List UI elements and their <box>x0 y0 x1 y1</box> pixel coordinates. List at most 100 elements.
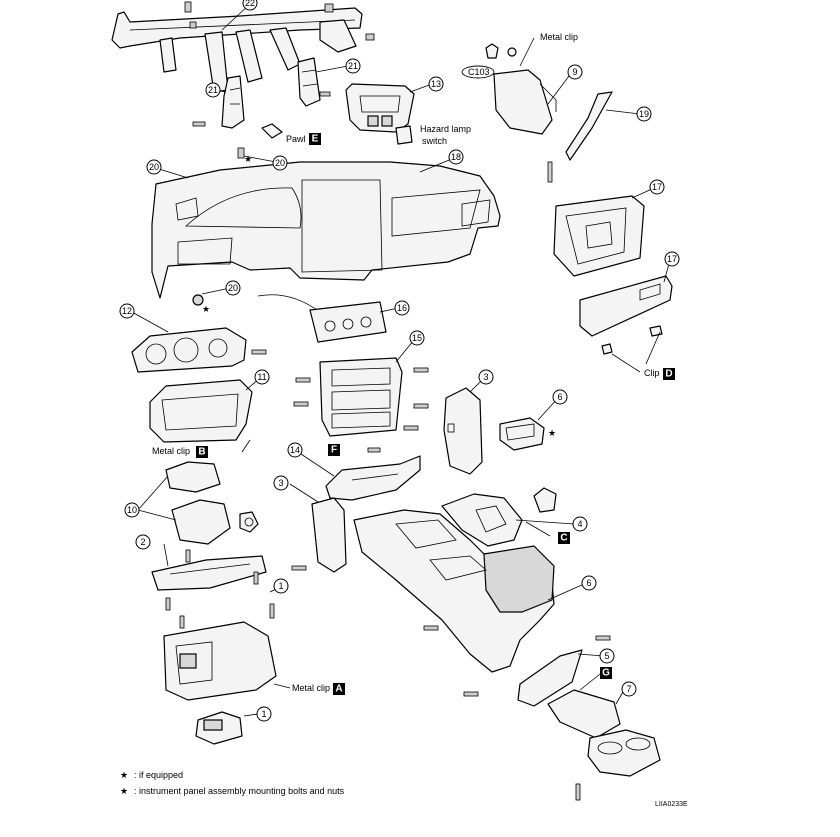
box-label-g: G <box>600 667 612 679</box>
callout-3-upper-label: 3 <box>483 372 488 382</box>
callout-14-label: 14 <box>290 445 300 455</box>
column-cover-10 <box>165 461 259 545</box>
callout-17-lower: 17 <box>664 251 680 267</box>
callout-22: 22 <box>242 0 258 11</box>
callout-1-lower: 1 <box>256 706 272 722</box>
glove-box-housing-17 <box>547 161 645 277</box>
box-label-g-text: G <box>602 668 610 679</box>
callout-9: 9 <box>567 64 583 80</box>
combination-meter-12 <box>131 327 267 373</box>
glove-box-lid-17 <box>579 275 673 355</box>
legend-star-1: ★ <box>120 770 128 780</box>
cluster-lid-11 <box>149 379 253 443</box>
callout-4: 4 <box>572 516 588 532</box>
box-label-c-text: C <box>560 533 567 544</box>
callout-6-upper: 6 <box>552 389 568 405</box>
heater-control-16 <box>257 294 387 343</box>
callout-5-label: 5 <box>604 651 609 661</box>
callout-4-label: 4 <box>577 519 582 529</box>
callout-6-upper-label: 6 <box>557 392 562 402</box>
steering-member-22 <box>111 1 375 93</box>
legend: ★ : if equipped ★ : instrument panel ass… <box>120 770 345 796</box>
box-label-e: E <box>309 133 321 145</box>
legend-line-1: : if equipped <box>134 770 183 780</box>
callout-14: 14 <box>287 442 303 458</box>
callout-11-label: 11 <box>257 372 266 382</box>
callout-12-label: 12 <box>122 306 132 316</box>
center-console-6 <box>353 509 611 673</box>
callout-10: 10 <box>124 502 140 518</box>
callout-1-upper: 1 <box>273 578 289 594</box>
label-hazard-line1: Hazard lamp <box>420 124 471 134</box>
bracket-21-left <box>192 75 245 129</box>
knee-protector-1 <box>163 603 277 701</box>
callout-17-lower-label: 17 <box>667 254 677 264</box>
callout-15: 15 <box>409 330 425 346</box>
callout-20-left: 20 <box>146 159 162 175</box>
box-label-d: D <box>663 368 675 380</box>
box-label-b: B <box>196 446 208 458</box>
console-rear-cover-5 <box>463 649 583 707</box>
lower-cover-14 <box>325 455 421 501</box>
callout-21-right-label: 21 <box>348 61 358 71</box>
callout-20-bottom-label: 20 <box>228 283 238 293</box>
box-label-e-text: E <box>312 134 319 145</box>
box-label-a-text: A <box>335 684 342 695</box>
leader-lines <box>131 3 671 717</box>
callout-6-lower: 6 <box>581 575 597 591</box>
callout-20-left-label: 20 <box>149 162 159 172</box>
callout-11: 11 <box>254 369 270 385</box>
callout-15-label: 15 <box>412 333 422 343</box>
callout-16: 16 <box>394 300 410 316</box>
legend-line-2: : instrument panel assembly mounting bol… <box>134 786 345 796</box>
box-label-a: A <box>333 683 345 695</box>
label-metal-clip-top: Metal clip <box>540 32 578 42</box>
label-hazard-line2: switch <box>422 136 447 146</box>
box-label-b-text: B <box>198 447 205 458</box>
box-labels: E D B F C G A <box>196 133 675 695</box>
callout-19-label: 19 <box>639 109 649 119</box>
callout-13-label: 13 <box>431 79 441 89</box>
callout-3-lower: 3 <box>273 475 289 491</box>
box-label-f-text: F <box>331 445 337 456</box>
label-pawl: Pawl <box>286 134 306 144</box>
pillar-garnish-19 <box>565 91 613 161</box>
text-labels: Metal clip C103 Pawl Hazard lamp switch … <box>152 32 660 693</box>
legend-star-2: ★ <box>120 786 128 796</box>
side-panel-3-lower <box>291 497 347 573</box>
cup-holder-7 <box>547 689 661 801</box>
callout-16-label: 16 <box>397 303 407 313</box>
label-metal-clip-b: Metal clip <box>152 446 190 456</box>
callout-18-label: 18 <box>451 152 461 162</box>
callout-20-bottom: 20 <box>225 280 241 296</box>
cluster-lid-15 <box>293 357 429 453</box>
callout-1-lower-label: 1 <box>261 709 266 719</box>
callout-2: 2 <box>135 534 151 550</box>
callout-10-label: 10 <box>127 505 137 515</box>
side-panel-3-upper <box>443 387 483 475</box>
box-label-c: C <box>558 532 570 544</box>
star-marker-panel-nut: ★ <box>202 304 210 314</box>
callout-20-top-label: 20 <box>275 158 285 168</box>
figure-ref: LIIA0233E <box>655 801 688 808</box>
side-cover-9 <box>461 43 557 135</box>
callout-18: 18 <box>448 149 464 165</box>
callout-13: 13 <box>428 76 444 92</box>
knee-bracket-2 <box>151 549 267 611</box>
callout-7-label: 7 <box>626 684 631 694</box>
callout-1-upper-label: 1 <box>278 581 283 591</box>
callout-21-right: 21 <box>345 58 361 74</box>
callout-20-top: 20 <box>272 155 288 171</box>
bracket-21-right <box>297 57 331 107</box>
callout-19: 19 <box>636 106 652 122</box>
star-marker-panel-bolt: ★ <box>244 154 252 164</box>
callout-12: 12 <box>119 303 135 319</box>
cup-holder-6-upper <box>499 417 545 451</box>
callout-9-label: 9 <box>572 67 577 77</box>
box-label-f: F <box>328 444 340 456</box>
callout-22-label: 22 <box>245 0 255 8</box>
callout-21-left-label: 21 <box>208 85 218 95</box>
callout-17-upper-label: 17 <box>652 182 662 192</box>
callout-2-label: 2 <box>140 537 145 547</box>
